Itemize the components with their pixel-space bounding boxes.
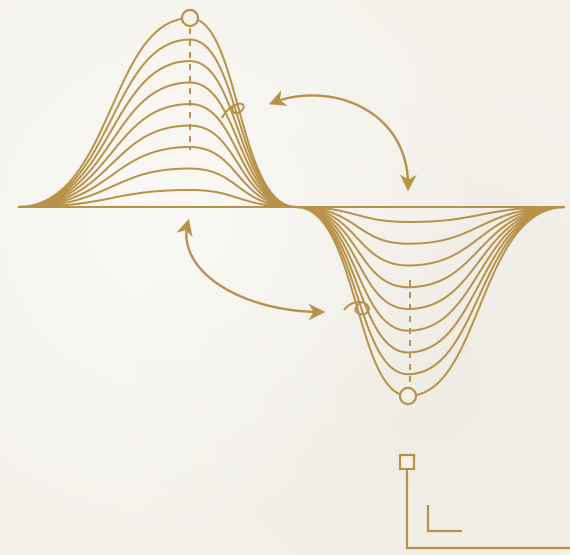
- upper-peak-circle-marker-icon: [182, 10, 198, 26]
- inner-corner-bracket-icon: [428, 505, 462, 531]
- lower-curve-family: [296, 207, 565, 396]
- lower-trough-circle-marker-icon: [400, 388, 416, 404]
- upper-curve: [18, 18, 296, 207]
- curved-double-arrow-upper: [272, 95, 408, 188]
- curved-double-arrow-lower: [186, 222, 322, 312]
- upper-curve: [18, 83, 296, 208]
- square-marker-icon: [400, 455, 414, 469]
- upper-curve-family: [18, 18, 296, 207]
- corner-bracket-icon: [407, 469, 570, 548]
